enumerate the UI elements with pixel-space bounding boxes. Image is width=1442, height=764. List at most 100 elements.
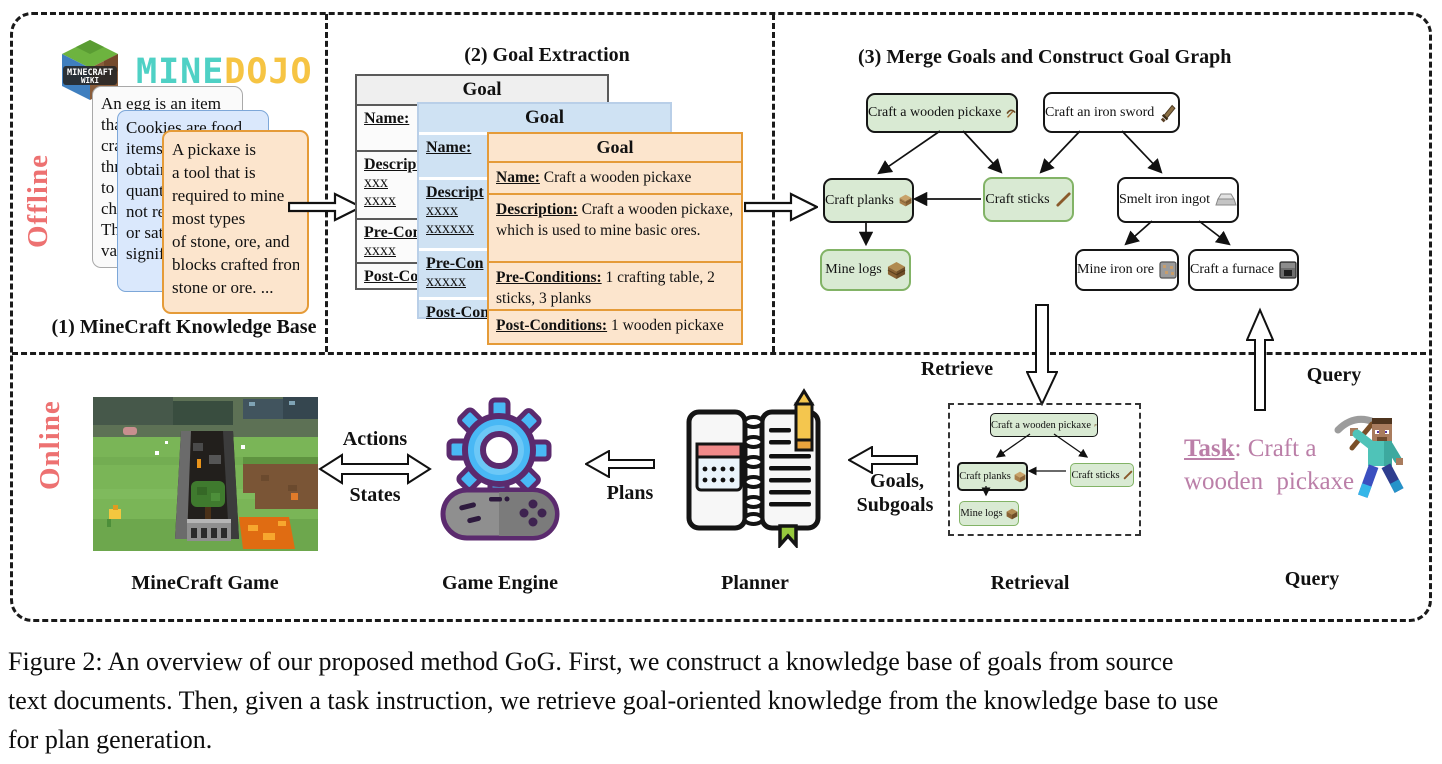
section1-title: (1) MineCraft Knowledge Base [51, 316, 317, 338]
field-preconditions: Pre-Con [426, 255, 484, 272]
goal-node-label: Mine iron ore [1077, 262, 1154, 277]
planks-icon [899, 194, 912, 207]
placeholder-text: xxxx [364, 242, 396, 259]
retrieval-panel: Craft a wooden pickaxe Craft planks Craf… [948, 403, 1141, 536]
goal-node-label: Craft a furnace [1190, 262, 1274, 277]
mini-node-label: Craft planks [959, 471, 1011, 482]
task-keyword: Task [1184, 435, 1235, 462]
goal-table-orange-header: Goal [489, 134, 741, 163]
iron-ingot-icon [1215, 193, 1237, 206]
minedojo-mine-text: MINE [136, 52, 225, 92]
field-preconditions: Pre-Conditions: [496, 269, 602, 286]
arrow-kb-to-extraction-icon [288, 192, 362, 222]
goal-table-blue-header: Goal [419, 104, 670, 135]
field-postconditions: Post-Conditions: [496, 317, 608, 334]
wiki-logo-text-line1: MINECRAFT [67, 68, 113, 78]
placeholder-text: xxxxxx [426, 220, 474, 237]
goal-node-craft-sticks: Craft sticks [983, 177, 1074, 222]
wooden-pickaxe-icon [1094, 423, 1097, 427]
section3-title: (3) Merge Goals and Construct Goal Graph [858, 46, 1232, 68]
task-text: Task: Craft a wooden pickaxe [1184, 432, 1354, 498]
task-rest: : Craft a [1234, 435, 1317, 462]
kb-card-pickaxe-line: blocks crafted from [172, 255, 299, 274]
retrieve-arrow-icon [1026, 304, 1058, 406]
kb-card-cookies-line: or satu [126, 223, 172, 242]
goal-node-mine-iron-ore: Mine iron ore [1075, 249, 1179, 291]
kb-card-pickaxe-line: of stone, ore, and [172, 232, 290, 251]
kb-card-egg-line: An egg is an item [101, 94, 221, 113]
figure-caption: Figure 2: An overview of our proposed me… [8, 642, 1436, 759]
goal-node-label: Craft a wooden pickaxe [868, 105, 1002, 120]
wiki-logo-text-line2: WIKI [81, 76, 99, 85]
field-description: Descript [426, 184, 484, 201]
kb-card-pickaxe-line: a tool that is [172, 163, 256, 182]
wooden-pickaxe-icon [1006, 109, 1016, 118]
field-preconditions-value: 1 crafting table, 2 sticks, 3 planks [496, 269, 715, 307]
kb-card-cookies-line: items t [126, 139, 172, 158]
placeholder-text: xxxx [364, 192, 396, 209]
figure-frame [10, 12, 1432, 622]
field-name: Name: [496, 169, 540, 186]
field-postconditions: Post-Co [364, 268, 419, 285]
goal-node-label: Mine logs [825, 262, 882, 277]
mini-node-label: Craft sticks [1071, 469, 1120, 481]
subgoals-label: Subgoals [856, 494, 934, 516]
stick-icon [1123, 470, 1132, 480]
divider-offline-online [12, 352, 1426, 355]
query-bottom-label: Query [1284, 568, 1340, 590]
goal-node-craft-wooden-pickaxe: Craft a wooden pickaxe [866, 93, 1018, 133]
placeholder-text: xxx [364, 174, 388, 191]
minecraft-wiki-logo: MINECRAFT WIKI [62, 40, 118, 100]
arrow-extraction-to-graph-icon [744, 192, 818, 222]
goal-node-mine-logs: Mine logs [820, 249, 911, 291]
furnace-icon [1279, 261, 1297, 279]
field-description: Descript [364, 156, 422, 173]
engine-label: Game Engine [441, 572, 559, 594]
mini-node-craft-sticks: Craft sticks [1070, 463, 1134, 487]
states-label: States [349, 484, 401, 506]
mini-node-label: Mine logs [960, 508, 1003, 519]
game-label: MineCraft Game [131, 572, 279, 594]
divider-section1-2 [325, 14, 328, 352]
placeholder-text: xxxxx [426, 273, 466, 290]
plans-label: Plans [606, 482, 654, 504]
iron-ore-icon [1159, 261, 1177, 279]
field-description: Description: [496, 201, 578, 218]
mini-node-craft-planks: Craft planks [957, 462, 1028, 491]
kb-card-pickaxe-line: required to mine [172, 186, 285, 205]
kb-card-pickaxe-line: stone or ore. ... [172, 278, 274, 297]
logs-icon [887, 261, 906, 279]
minedojo-dojo-text: DOJO [224, 52, 313, 92]
caption-line: text documents. Then, given a task instr… [8, 686, 1219, 715]
field-postconditions-value: 1 wooden pickaxe [610, 317, 724, 334]
section2-title: (2) Goal Extraction [464, 44, 630, 66]
goal-node-label: Craft sticks [985, 191, 1050, 207]
goal-node-label: Craft an iron sword [1045, 104, 1155, 120]
planks-icon [1014, 471, 1026, 482]
planner-label: Planner [721, 572, 789, 594]
minecraft-game-screenshot [93, 397, 318, 551]
game-engine-icon [440, 397, 560, 541]
goal-node-label: Smelt iron ingot [1119, 192, 1210, 207]
kb-card-cookies-line: not res [126, 202, 172, 221]
retrieve-label: Retrieve [920, 358, 994, 380]
field-description-value: Craft a wooden pickaxe, which is used to… [496, 201, 734, 239]
task-line2: wooden pickaxe [1184, 468, 1355, 495]
field-name: Name: [364, 110, 410, 127]
goal-node-craft-planks: Craft planks [823, 178, 914, 223]
goal-node-craft-furnace: Craft a furnace [1188, 249, 1299, 291]
mini-node-mine-logs: Mine logs [959, 501, 1019, 526]
iron-sword-icon [1161, 104, 1176, 122]
divider-section2-3 [772, 14, 775, 352]
stick-icon [1055, 192, 1071, 207]
logs-icon [1006, 508, 1018, 519]
goal-node-label: Craft planks [825, 192, 894, 208]
planner-icon [686, 388, 821, 548]
field-preconditions: Pre-Con [364, 224, 422, 241]
kb-card-cookies-line: signifi [126, 244, 170, 263]
caption-line: Figure 2: An overview of our proposed me… [8, 647, 1174, 676]
mini-node-label: Craft a wooden pickaxe [991, 419, 1092, 431]
actions-label: Actions [342, 428, 408, 450]
minedojo-logo: MINEDOJO [136, 52, 313, 92]
